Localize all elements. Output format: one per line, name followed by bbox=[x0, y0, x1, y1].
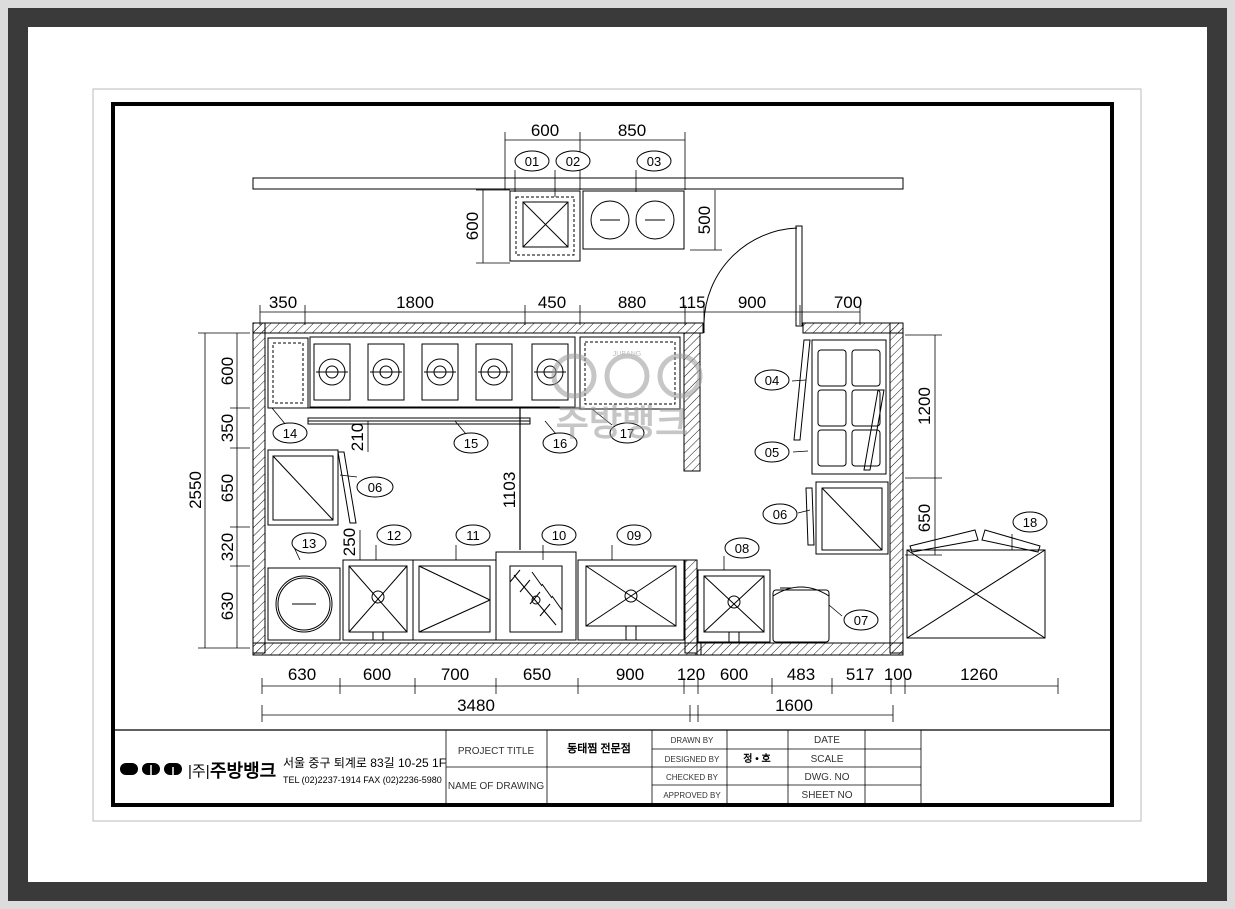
watermark-text: 주방뱅크 bbox=[556, 402, 688, 443]
top-wall-unit bbox=[252, 177, 904, 262]
tag-01: 01 bbox=[525, 154, 539, 169]
canvas bbox=[28, 27, 1207, 882]
tag-17: 17 bbox=[620, 426, 634, 441]
designed-by-label: DESIGNED BY bbox=[665, 755, 720, 764]
company-prefix: |주| bbox=[188, 763, 210, 780]
checked-by-label: CHECKED BY bbox=[666, 773, 719, 782]
dim-left-0: 600 bbox=[218, 357, 237, 385]
dim-left-4: 630 bbox=[218, 592, 237, 620]
tag-14: 14 bbox=[283, 426, 297, 441]
designed-by-value: 정 • 호 bbox=[743, 752, 770, 765]
tag-06-right: 06 bbox=[773, 507, 787, 522]
tag-08: 08 bbox=[735, 541, 749, 556]
equipment bbox=[267, 336, 685, 641]
dim-inner-1: 1103 bbox=[500, 472, 519, 509]
sheet-no-label: SHEET NO bbox=[802, 790, 853, 801]
tag-12: 12 bbox=[387, 528, 401, 543]
scale-label: SCALE bbox=[811, 754, 844, 765]
dim-top-side-0: 600 bbox=[463, 212, 482, 240]
tag-09: 09 bbox=[627, 528, 641, 543]
watermark: JUBANG 주방뱅크 bbox=[551, 351, 703, 443]
tag-15: 15 bbox=[464, 436, 478, 451]
dim-bottom-5: 120 bbox=[677, 665, 705, 684]
tag-16: 16 bbox=[553, 436, 567, 451]
dim-upper-4: 115 bbox=[678, 293, 705, 312]
equipment-tags: 01 02 03 04 05 06 06 07 08 09 10 11 12 1… bbox=[271, 150, 1048, 631]
dim-bottom-2: 700 bbox=[441, 665, 469, 684]
dim-top-1: 850 bbox=[618, 121, 646, 140]
dim-left-1: 350 bbox=[218, 414, 237, 442]
dim-upper-1: 1800 bbox=[396, 293, 434, 312]
dimension-labels: 600 850 600 500 350 1800 450 880 115 900… bbox=[186, 121, 998, 715]
dim-left-3: 320 bbox=[218, 533, 237, 561]
burner-row bbox=[313, 343, 569, 401]
company-name: 주방뱅크 bbox=[210, 761, 276, 781]
dim-upper-3: 880 bbox=[618, 293, 646, 312]
dim-upper-5: 900 bbox=[738, 293, 766, 312]
company-address: 서울 중구 퇴계로 83길 10-25 1F bbox=[283, 756, 446, 770]
name-of-drawing-label: NAME OF DRAWING bbox=[448, 781, 545, 792]
dim-top-0: 600 bbox=[531, 121, 559, 140]
dim-inner-2: 250 bbox=[340, 528, 359, 556]
watermark-brand: JUBANG bbox=[613, 351, 641, 358]
tag-10: 10 bbox=[552, 528, 566, 543]
dim-upper-6: 700 bbox=[834, 293, 862, 312]
room-walls bbox=[252, 225, 904, 656]
title-block: |주| 주방뱅크 서울 중구 퇴계로 83길 10-25 1F TEL (02)… bbox=[115, 729, 1110, 803]
dim-bottom-total-1: 1600 bbox=[775, 696, 813, 715]
dim-right-0: 1200 bbox=[915, 387, 934, 425]
dim-bottom-10: 1260 bbox=[960, 665, 998, 684]
tag-04: 04 bbox=[765, 373, 779, 388]
dim-bottom-3: 650 bbox=[523, 665, 551, 684]
tag-05: 05 bbox=[765, 445, 779, 460]
dim-bottom-total-0: 3480 bbox=[457, 696, 495, 715]
dim-inner-0: 210 bbox=[348, 423, 367, 451]
dim-bottom-6: 600 bbox=[720, 665, 748, 684]
dim-bottom-0: 630 bbox=[288, 665, 316, 684]
dim-upper-2: 450 bbox=[538, 293, 566, 312]
drawn-by-label: DRAWN BY bbox=[671, 736, 714, 745]
dim-bottom-8: 517 bbox=[846, 665, 874, 684]
date-label: DATE bbox=[814, 735, 840, 746]
dim-upper-0: 350 bbox=[269, 293, 297, 312]
dim-top-side-1: 500 bbox=[695, 206, 714, 234]
project-title-value: 동태찜 전문점 bbox=[567, 741, 631, 755]
dim-right-1: 650 bbox=[915, 504, 934, 532]
project-title-label: PROJECT TITLE bbox=[458, 746, 535, 757]
dim-bottom-7: 483 bbox=[787, 665, 815, 684]
tag-03: 03 bbox=[647, 154, 661, 169]
tag-06-left: 06 bbox=[368, 480, 382, 495]
sheet-border bbox=[92, 88, 1142, 822]
tag-18: 18 bbox=[1023, 515, 1037, 530]
dimension-lines bbox=[198, 132, 1059, 722]
dim-bottom-9: 100 bbox=[884, 665, 912, 684]
tag-02: 02 bbox=[566, 154, 580, 169]
dim-left-2: 650 bbox=[218, 474, 237, 502]
right-equipment bbox=[697, 339, 1046, 643]
dwg-no-label: DWG. NO bbox=[805, 772, 850, 783]
dim-bottom-1: 600 bbox=[363, 665, 391, 684]
approved-by-label: APPROVED BY bbox=[663, 791, 721, 800]
tag-07: 07 bbox=[854, 613, 868, 628]
company-logo bbox=[120, 763, 182, 775]
dim-left-total: 2550 bbox=[186, 471, 205, 509]
drawing-border bbox=[111, 102, 1114, 807]
tag-13: 13 bbox=[302, 536, 316, 551]
tag-11: 11 bbox=[466, 528, 480, 543]
company-phone: TEL (02)2237-1914 FAX (02)2236-5980 bbox=[283, 775, 442, 785]
dim-bottom-4: 900 bbox=[616, 665, 644, 684]
